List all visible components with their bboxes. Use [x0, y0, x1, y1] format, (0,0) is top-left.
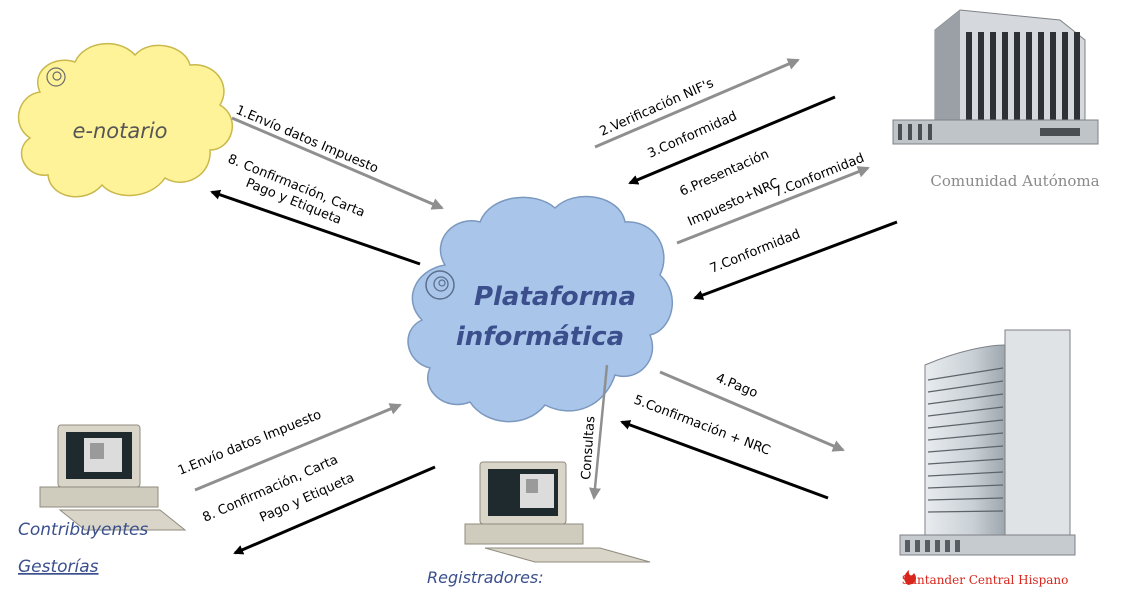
- comunidad-building-icon: [892, 9, 1099, 145]
- gestorias-label: Gestorías: [18, 557, 99, 577]
- label-5-confirmacion-nrc: 5.Confirmación + NRC: [632, 393, 773, 459]
- computer-icon-contribuyentes: [39, 424, 187, 531]
- enotario-cloud: e-notario: [17, 43, 234, 198]
- enotario-spiral-icon: [46, 67, 66, 87]
- arrow-2-verificacion: [594, 58, 800, 149]
- arrow-7-conformidad: [693, 220, 898, 300]
- label-7-conformidad-upper: 7.Conformidad: [772, 151, 867, 201]
- label-7-conformidad-lower: 7.Conformidad: [708, 227, 803, 277]
- plataforma-label-line1: Plataforma: [474, 282, 636, 312]
- label-3-conformidad: 3.Conformidad: [646, 109, 740, 162]
- arrow-consultas: [589, 364, 609, 500]
- arrow-5-confirmacion-nrc: [620, 420, 829, 500]
- enotario-label: e-notario: [72, 119, 167, 143]
- arrow-1-envio-enotario: [231, 116, 444, 210]
- comunidad-label: Comunidad Autónoma: [930, 172, 1099, 190]
- arrow-8-confirmacion-enotario: [210, 189, 421, 266]
- santander-building-icon: [899, 329, 1076, 556]
- contribuyentes-label: Contribuyentes: [18, 520, 148, 540]
- label-consultas: Consultas: [579, 415, 598, 480]
- computer-icon-registradores: [464, 461, 651, 563]
- plataforma-cloud: Plataforma informática: [407, 195, 674, 423]
- santander-label: Santander Central Hispano: [902, 573, 1069, 587]
- registradores-label: Registradores:: [427, 568, 544, 587]
- arrow-3-conformidad: [628, 95, 836, 185]
- plataforma-label-line2: informática: [456, 322, 624, 352]
- arrow-1-envio-contribuyentes: [194, 403, 402, 492]
- arrow-4-pago: [659, 370, 845, 452]
- santander-flame-icon: [904, 570, 916, 585]
- arrow-6-presentacion: [676, 166, 870, 245]
- arrow-8-confirmacion-contribuyentes: [233, 465, 436, 555]
- plataforma-spiral-icon: [425, 270, 455, 300]
